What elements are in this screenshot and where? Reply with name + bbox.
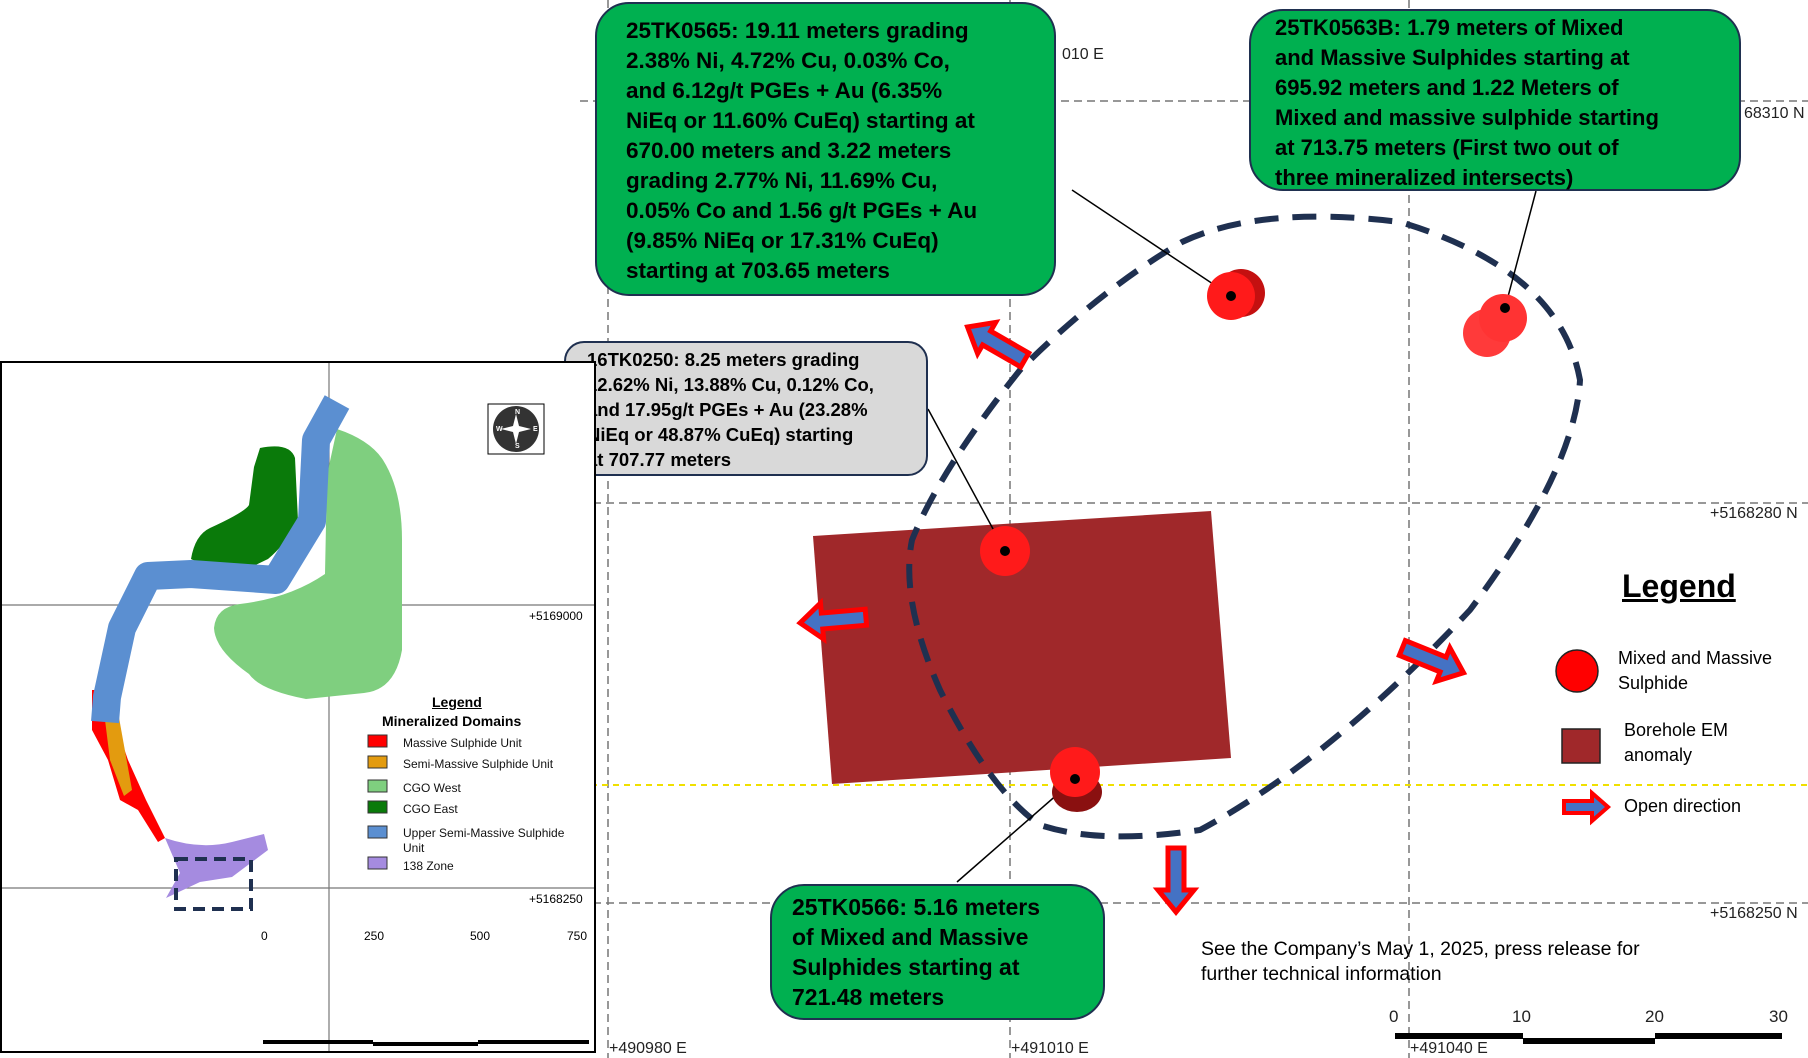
callout-25TK0566: 25TK0566: 5.16 meters of Mixed and Massiv… bbox=[770, 884, 1105, 1020]
compass-e: E bbox=[533, 426, 538, 433]
marker-25TK0565 bbox=[1207, 269, 1265, 320]
scale-tick-20: 20 bbox=[1645, 1007, 1664, 1026]
scale-tick-30: 30 bbox=[1769, 1007, 1788, 1026]
borehole-em-anomaly bbox=[813, 511, 1231, 784]
inset-legend-swatches bbox=[367, 734, 388, 870]
marker-16TK0250 bbox=[980, 526, 1030, 576]
callout-line: Sulphides starting at bbox=[792, 954, 1020, 980]
marker-25TK0566 bbox=[1050, 747, 1102, 812]
inset-scale-0: 0 bbox=[261, 929, 268, 943]
callout-line: (9.85% NiEq or 17.31% CuEq) bbox=[626, 228, 939, 253]
grid-label-northing-mid: +5168280 N bbox=[1710, 505, 1798, 522]
grid-label-easting-2: +491010 E bbox=[1011, 1040, 1089, 1057]
semi-massive-sulphide-shape bbox=[104, 712, 132, 796]
callout-line: 0.05% Co and 1.56 g/t PGEs + Au bbox=[626, 198, 978, 223]
grid-label-northing-bottom: +5168250 N bbox=[1710, 905, 1798, 922]
arrow-icon bbox=[796, 597, 870, 645]
inset-scale-250: 250 bbox=[364, 929, 385, 943]
inset-scale-500: 500 bbox=[470, 929, 491, 943]
legend-symbols bbox=[1555, 649, 1612, 826]
zone-138-shape bbox=[165, 834, 268, 898]
callout-line: NiEq or 48.87% CuEq) starting bbox=[587, 424, 854, 445]
callout-line: and Massive Sulphides starting at bbox=[1275, 45, 1630, 70]
inset-overview-map: N S E W +5169000 +5168250 Legend Mineral… bbox=[0, 361, 596, 1053]
callout-line: at 713.75 meters (First two out of bbox=[1275, 135, 1619, 160]
legend-item-open-direction: Open direction bbox=[1624, 796, 1742, 816]
area-of-interest-box bbox=[174, 857, 253, 911]
callout-line: and 6.12g/t PGEs + Au (6.35% bbox=[626, 78, 943, 103]
press-release-note: See the Company’s May 1, 2025, press rel… bbox=[1201, 938, 1640, 985]
scale-bar bbox=[1395, 1033, 1782, 1044]
inset-grid-label-5169000: +5169000 bbox=[529, 609, 583, 623]
inset-legend-semi-massive: Semi-Massive Sulphide Unit bbox=[403, 757, 554, 771]
inset-legend-cgo-west: CGO West bbox=[403, 781, 461, 795]
compass-w: W bbox=[496, 426, 503, 433]
callout-line: 16TK0250: 8.25 meters grading bbox=[587, 349, 860, 370]
callout-line: NiEq or 11.60% CuEq) starting at bbox=[626, 108, 975, 133]
inset-legend-cgo-east: CGO East bbox=[403, 802, 458, 816]
scale-tick-10: 10 bbox=[1512, 1007, 1531, 1026]
grid-label-easting-top: 010 E bbox=[1062, 46, 1104, 63]
grid-label-easting-1: +490980 E bbox=[609, 1040, 687, 1057]
grid-label-northing-top: 68310 N bbox=[1744, 105, 1805, 122]
compass-s: S bbox=[515, 443, 520, 450]
callout-line: of Mixed and Massive bbox=[792, 924, 1029, 950]
arrow-icon bbox=[1152, 845, 1200, 916]
callout-line: 721.48 meters bbox=[792, 984, 945, 1010]
drillhole-markers bbox=[980, 269, 1527, 812]
callout-line: at 707.77 meters bbox=[587, 449, 731, 470]
arrow-icon bbox=[1396, 637, 1468, 686]
callout-line: grading 2.77% Ni, 11.69% Cu, bbox=[626, 168, 938, 193]
inset-legend-138-zone: 138 Zone bbox=[403, 859, 454, 873]
callout-line: starting at 703.65 meters bbox=[626, 258, 890, 283]
callout-25TK0563B: 25TK0563B: 1.79 meters of Mixed and Massi… bbox=[1249, 9, 1741, 191]
callout-line: 2.38% Ni, 4.72% Cu, 0.03% Co, bbox=[626, 48, 950, 73]
callout-line: 25TK0566: 5.16 meters bbox=[792, 894, 1041, 920]
cgo-east-shape bbox=[191, 446, 298, 570]
legend-title: Legend bbox=[1622, 568, 1736, 604]
inset-legend-massive-sulphide: Massive Sulphide Unit bbox=[403, 736, 522, 750]
compass-n: N bbox=[515, 409, 521, 416]
inset-legend-subtitle: Mineralized Domains bbox=[382, 713, 522, 729]
callout-line: 670.00 meters and 3.22 meters bbox=[626, 138, 952, 163]
inset-grid-label-5168250: +5168250 bbox=[529, 892, 583, 906]
upper-semi-massive-shape bbox=[91, 395, 350, 724]
target-outline-dashed bbox=[906, 213, 1584, 840]
callout-line: 12.62% Ni, 13.88% Cu, 0.12% Co, bbox=[587, 374, 874, 395]
inset-scale-750: 750 bbox=[567, 929, 588, 943]
callout-16TK0250: 16TK0250: 8.25 meters grading 12.62% Ni, … bbox=[564, 341, 928, 476]
callout-line: 25TK0565: 19.11 meters grading bbox=[626, 18, 969, 43]
grid-label-easting-3: +491040 E bbox=[1410, 1040, 1488, 1057]
callout-line: three mineralized intersects) bbox=[1275, 165, 1574, 190]
callout-line: and 17.95g/t PGEs + Au (23.28% bbox=[587, 399, 868, 420]
open-direction-arrows bbox=[796, 319, 1468, 916]
callout-line: Mixed and massive sulphide starting bbox=[1275, 105, 1659, 130]
arrow-icon bbox=[964, 319, 1033, 371]
callout-line: 695.92 meters and 1.22 Meters of bbox=[1275, 75, 1619, 100]
inset-drawing bbox=[2, 363, 594, 1051]
inset-legend-title: Legend bbox=[432, 694, 482, 710]
scale-tick-0: 0 bbox=[1389, 1007, 1399, 1026]
marker-25TK0563B bbox=[1463, 294, 1527, 357]
callout-25TK0565: 25TK0565: 19.11 meters grading 2.38% Ni, … bbox=[595, 2, 1056, 296]
cgo-west-shape bbox=[214, 429, 402, 699]
callout-line: 25TK0563B: 1.79 meters of Mixed bbox=[1275, 15, 1624, 40]
